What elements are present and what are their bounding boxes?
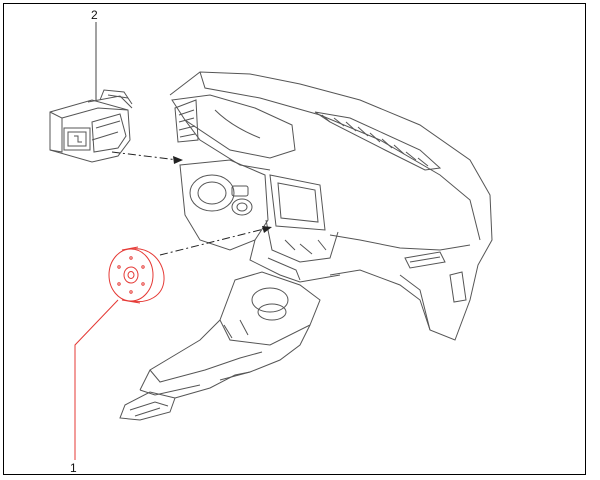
rotary-knob-icon [108, 246, 165, 304]
leader-line-1 [74, 299, 119, 460]
assembly-arrows [111, 151, 269, 256]
switch-module-icon [49, 89, 133, 163]
arrow-head-2 [173, 156, 183, 164]
diagram-frame [3, 3, 586, 475]
arrow-head-1 [262, 226, 272, 233]
callout-2: 2 [91, 8, 98, 22]
callout-1: 1 [70, 461, 77, 475]
dashboard-assembly [119, 71, 493, 421]
